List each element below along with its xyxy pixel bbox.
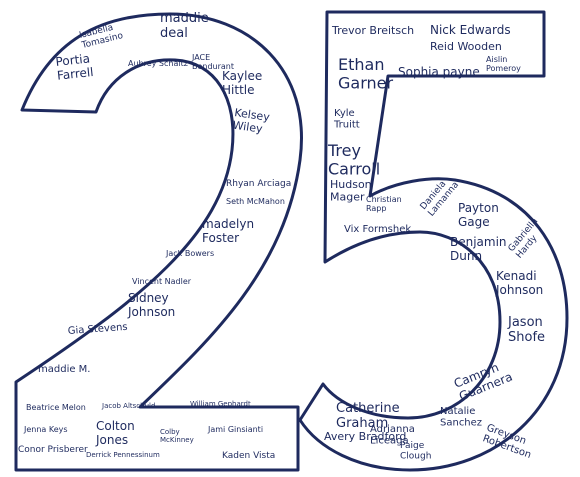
signature-two-7: KelseyWiley xyxy=(232,106,271,136)
signature-five-3: Reid Wooden xyxy=(430,40,502,53)
signature-five-13: Vix Formshek xyxy=(344,224,411,235)
digit-five-outline xyxy=(298,10,569,472)
signature-two-14: Gia Stevens xyxy=(67,322,127,337)
signature-two-16: Beatrice Melon xyxy=(26,403,86,412)
signature-two-9: Seth McMahon xyxy=(226,197,285,206)
signature-two-3: PortiaFarrell xyxy=(55,51,94,82)
signature-two-17: Jacob Altschuld xyxy=(101,402,155,410)
signature-two-23: Conor Prisberer xyxy=(18,445,88,455)
signature-five-2: Nick Edwards xyxy=(430,23,511,37)
signature-two-18: William Gephardt xyxy=(190,400,251,408)
signature-two-12: Vincent Nadler xyxy=(132,277,192,286)
signature-two-8: Rhyan Arciaga xyxy=(226,179,291,189)
signature-five-1: Trevor Breitsch xyxy=(331,24,414,37)
digit-two-outline xyxy=(14,12,303,472)
signature-two-22: Jami Ginsianti xyxy=(207,425,263,434)
signature-two-25: Kaden Vista xyxy=(222,451,275,461)
signature-two-15: maddie M. xyxy=(38,364,90,375)
signature-five-5: Sophia payne xyxy=(398,65,480,79)
signature-two-24: Derrick Pennessinum xyxy=(86,451,160,459)
signature-two-19: Jenna Keys xyxy=(23,425,68,434)
signature-two-4: Aubrey Schaltz xyxy=(128,59,188,68)
signature-five-23: Avery Bradford xyxy=(324,430,406,443)
signature-two-11: Jack Bowers xyxy=(165,249,214,258)
